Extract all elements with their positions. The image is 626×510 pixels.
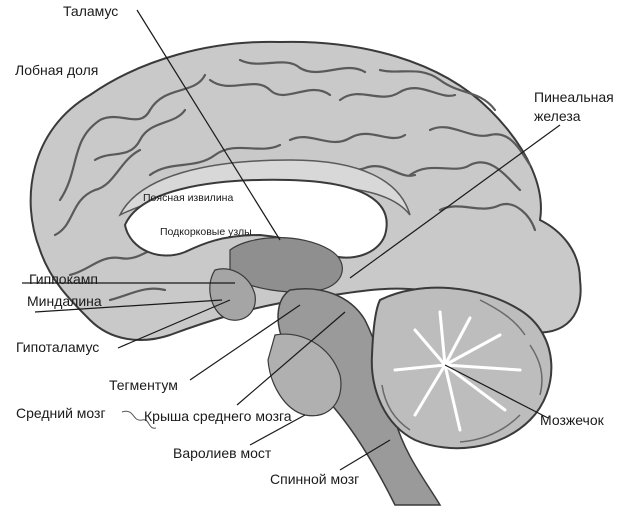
label-hypothalamus: Гипоталамус (16, 339, 100, 355)
leader-spinal-cord (339, 439, 391, 471)
cerebellum-folia (381, 299, 543, 443)
cerebellum-shape (370, 286, 553, 450)
leader-thalamus (136, 9, 281, 241)
leader-lines (22, 9, 561, 471)
label-thalamus: Таламус (63, 3, 119, 19)
cerebellum-arbor-vitae (393, 310, 522, 432)
label-frontal-lobe: Лобная доля (15, 62, 99, 78)
label-spinal-cord: Спинной мозг (270, 471, 360, 487)
label-pineal-gland-line2: железа (534, 108, 581, 124)
leader-amygdala (34, 299, 223, 313)
midbrain-brace (121, 410, 157, 429)
label-tectum: Крыша среднего мозга (144, 408, 292, 424)
leader-cerebellum (444, 364, 549, 419)
leader-hypothalamus (117, 299, 231, 349)
label-pineal-gland-line1: Пинеальная (534, 89, 614, 105)
label-pons: Варолиев мост (173, 445, 272, 461)
leader-tectum (236, 311, 346, 406)
thalamus-shape (229, 237, 343, 293)
gyri-pattern (53, 58, 537, 302)
hypothalamus-shape (209, 268, 256, 321)
label-midbrain: Средний мозг (16, 405, 106, 421)
label-basal-ganglia: Подкорковые узлы (160, 226, 252, 238)
label-amygdala: Миндалина (27, 293, 102, 309)
label-hippocampus: Гиппокамп (29, 271, 98, 287)
leader-pons (249, 414, 306, 446)
label-tegmentum: Тегментум (109, 377, 178, 393)
label-cingulate-gyrus: Поясная извилина (143, 192, 234, 204)
leader-pineal (349, 124, 561, 279)
leader-tegmentum (189, 304, 301, 381)
label-cerebellum: Мозжечок (540, 412, 604, 428)
corpus-callosum-shape (123, 178, 388, 259)
